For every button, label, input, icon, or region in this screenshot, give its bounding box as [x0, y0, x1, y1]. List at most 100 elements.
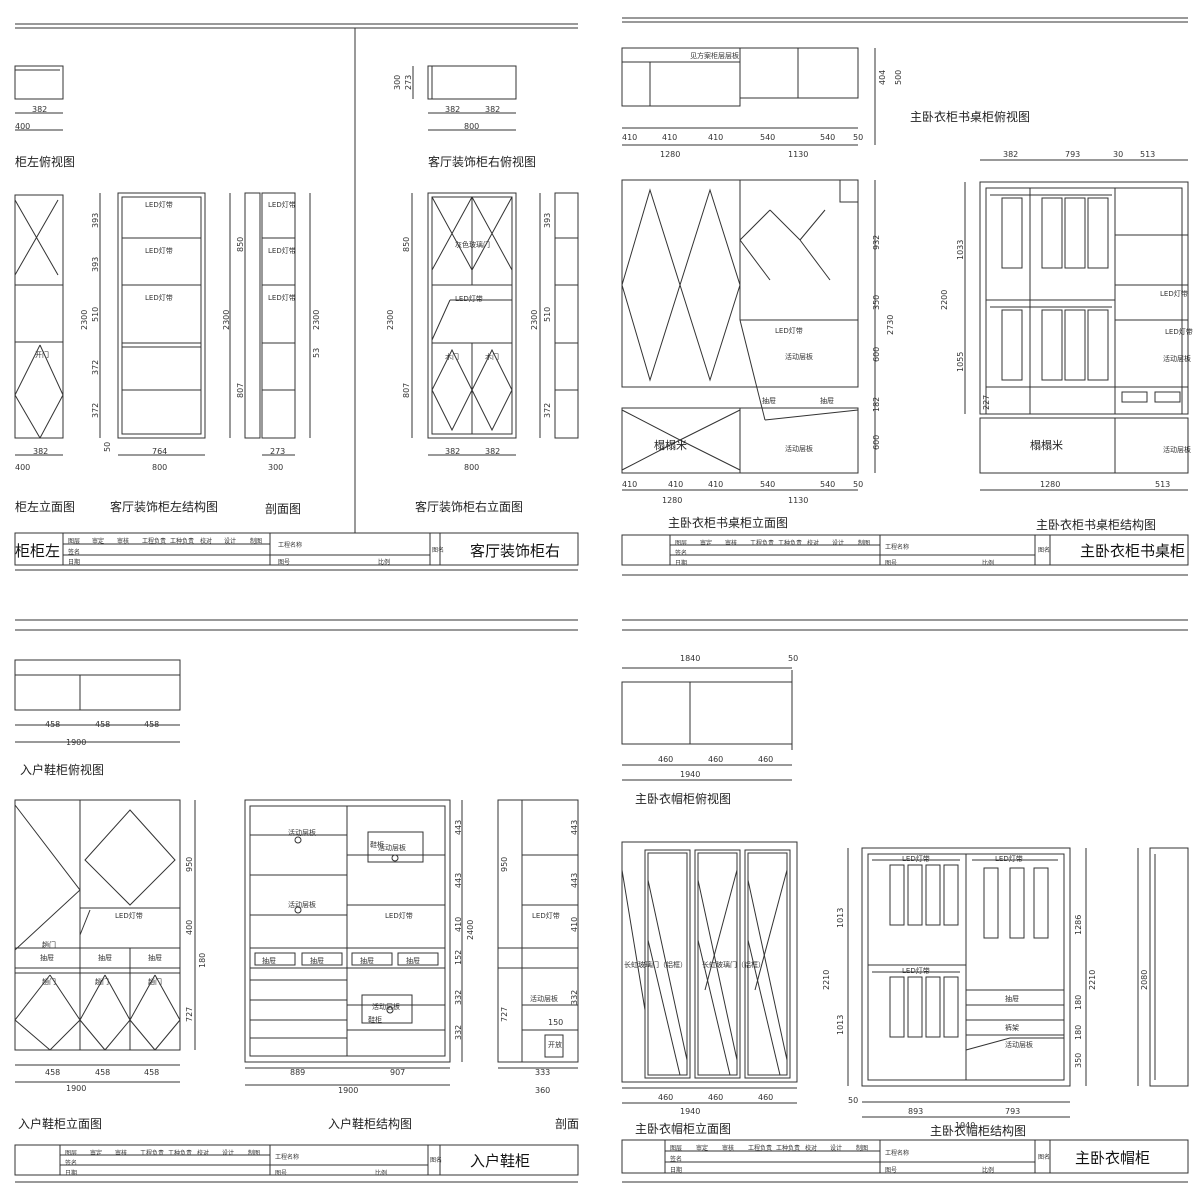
- label-led: LED灯带: [1165, 328, 1193, 336]
- dim-410: 410: [454, 916, 463, 932]
- dim-1280: 1280: [662, 496, 683, 505]
- sheet-master-bedroom-closet: 主卧衣帽柜俯视图 主卧衣帽柜立面图 主卧衣帽柜结构图 主卧衣帽柜 1840 50…: [610, 610, 1200, 1200]
- title-block-drawing: 图号: [885, 1167, 898, 1174]
- dim-727: 727: [185, 1006, 194, 1022]
- title-block-scale: 比例: [375, 1170, 388, 1177]
- dim-332: 332: [454, 989, 463, 1005]
- dim-510: 510: [543, 306, 552, 322]
- title-block-cell: 工程负责: [748, 1145, 773, 1152]
- title-block-cell: 工种负责: [776, 1145, 801, 1152]
- label-shelf: 活动层板: [785, 445, 813, 453]
- dim-460: 460: [658, 755, 674, 764]
- label-led-strip: LED灯带: [145, 247, 173, 255]
- title-block-cell: 校对: [197, 1150, 210, 1157]
- title-block-scale: 比例: [982, 1167, 995, 1174]
- drawing-closet: [621, 619, 1189, 1183]
- dim-2730: 2730: [886, 314, 895, 335]
- dim-400: 400: [185, 919, 194, 935]
- dim-1840: 1840: [680, 654, 701, 663]
- dim-2210: 2210: [1088, 969, 1097, 990]
- caption-left-elevation: 柜左立面图: [15, 500, 76, 514]
- dim-393: 393: [91, 256, 100, 272]
- sheet-title: 主卧衣帽柜: [1075, 1149, 1151, 1167]
- dim-382: 382: [1003, 150, 1019, 159]
- dim-30: 30: [1113, 150, 1124, 159]
- label-door: 趟门: [95, 978, 109, 986]
- label-led: LED灯带: [902, 855, 930, 863]
- dim-400: 400: [15, 122, 31, 131]
- label-shelf: 活动层板: [1005, 1041, 1033, 1049]
- dim-410: 410: [622, 480, 638, 489]
- caption-right-elevation: 客厅装饰柜右立面图: [415, 500, 524, 514]
- title-block-scale: 比例: [378, 559, 391, 566]
- dim-950: 950: [185, 856, 194, 872]
- label-drawer: 抽屉: [820, 397, 834, 405]
- dim-404: 404: [878, 69, 887, 85]
- dim-1130: 1130: [788, 496, 809, 505]
- label-door: 趟门: [42, 941, 56, 949]
- title-block-cell: 工种负责: [778, 540, 803, 547]
- sheet-title: 主卧衣柜书桌柜: [1080, 542, 1186, 560]
- dim-793: 793: [1005, 1107, 1021, 1116]
- dim-510: 510: [91, 306, 100, 322]
- label-tatami: 榻榻米: [1030, 439, 1063, 452]
- dim-764: 764: [152, 447, 168, 456]
- caption-top-view: 主卧衣柜书桌柜俯视图: [910, 110, 1031, 124]
- dim-1286: 1286: [1074, 914, 1083, 935]
- label-led: LED灯带: [1160, 290, 1188, 298]
- dim-540: 540: [820, 133, 836, 142]
- title-block-cell: 工程负责: [142, 538, 167, 545]
- sheet-title: 入户鞋柜: [470, 1152, 531, 1170]
- label-tatami: 榻榻米: [654, 439, 687, 452]
- label-glass-door: 灰色玻璃门: [455, 241, 490, 249]
- dim-182: 182: [872, 396, 881, 412]
- dim-180: 180: [1074, 1024, 1083, 1040]
- title-block-row: 签名: [68, 549, 81, 556]
- dim-460: 460: [758, 755, 774, 764]
- dim-2300: 2300: [222, 309, 231, 330]
- dim-460: 460: [708, 755, 724, 764]
- caption-elevation: 主卧衣帽柜立面图: [635, 1122, 732, 1136]
- title-block-project: 工程名称: [275, 1154, 300, 1161]
- caption-structure: 主卧衣帽柜结构图: [930, 1124, 1027, 1138]
- dim-443: 443: [570, 872, 579, 888]
- title-block-cell: 制图: [856, 1145, 869, 1152]
- label-glass-door: 长虹玻璃门（铝框）: [624, 961, 687, 969]
- dim-180: 180: [198, 952, 207, 968]
- label-wood-door: 木门: [445, 353, 459, 361]
- title-block-cell: 设计: [832, 540, 845, 547]
- dim-152: 152: [454, 949, 463, 965]
- title-block-cell: 制图: [858, 540, 871, 547]
- dim-1280: 1280: [660, 150, 681, 159]
- dim-443: 443: [454, 819, 463, 835]
- title-block-project: 工程名称: [885, 1150, 910, 1157]
- label-glass-door: 长虹玻璃门（铝框）: [702, 961, 765, 969]
- dim-807: 807: [402, 382, 411, 398]
- title-block-row: 日期: [65, 1170, 78, 1177]
- label-led: LED灯带: [532, 912, 560, 920]
- title-block-cell: 校对: [807, 540, 820, 547]
- dim-382: 382: [33, 447, 49, 456]
- dim-513: 513: [1140, 150, 1156, 159]
- dim-893: 893: [908, 1107, 924, 1116]
- dim-360: 360: [535, 1086, 551, 1095]
- dim-458: 458: [144, 720, 160, 729]
- title-block-cell: 校对: [200, 538, 213, 545]
- dim-1055: 1055: [956, 351, 965, 372]
- label-shoe: 鞋柜: [370, 841, 384, 849]
- dim-932: 932: [872, 234, 881, 250]
- dim-2210: 2210: [822, 969, 831, 990]
- dim-600: 600: [872, 346, 881, 362]
- sheet-master-bedroom-wardrobe-desk: 主卧衣柜书桌柜俯视图 主卧衣柜书桌柜立面图 主卧衣柜书桌柜结构图 主卧衣柜书桌柜…: [610, 0, 1200, 590]
- dim-793: 793: [1065, 150, 1081, 159]
- title-block-cell: 制图: [250, 538, 263, 545]
- title-block-drawing: 图号: [885, 560, 898, 567]
- title-block-cell: 工种负责: [168, 1150, 193, 1157]
- label-door: 趟门: [42, 978, 56, 986]
- dim-889: 889: [290, 1068, 306, 1077]
- label-drawer: 抽屉: [1005, 995, 1019, 1003]
- label-led: LED灯带: [385, 912, 413, 920]
- label-shelf: 活动层板: [1163, 446, 1191, 454]
- title-block-cell: 审核: [115, 1150, 128, 1157]
- label-drawer: 抽屉: [148, 954, 162, 962]
